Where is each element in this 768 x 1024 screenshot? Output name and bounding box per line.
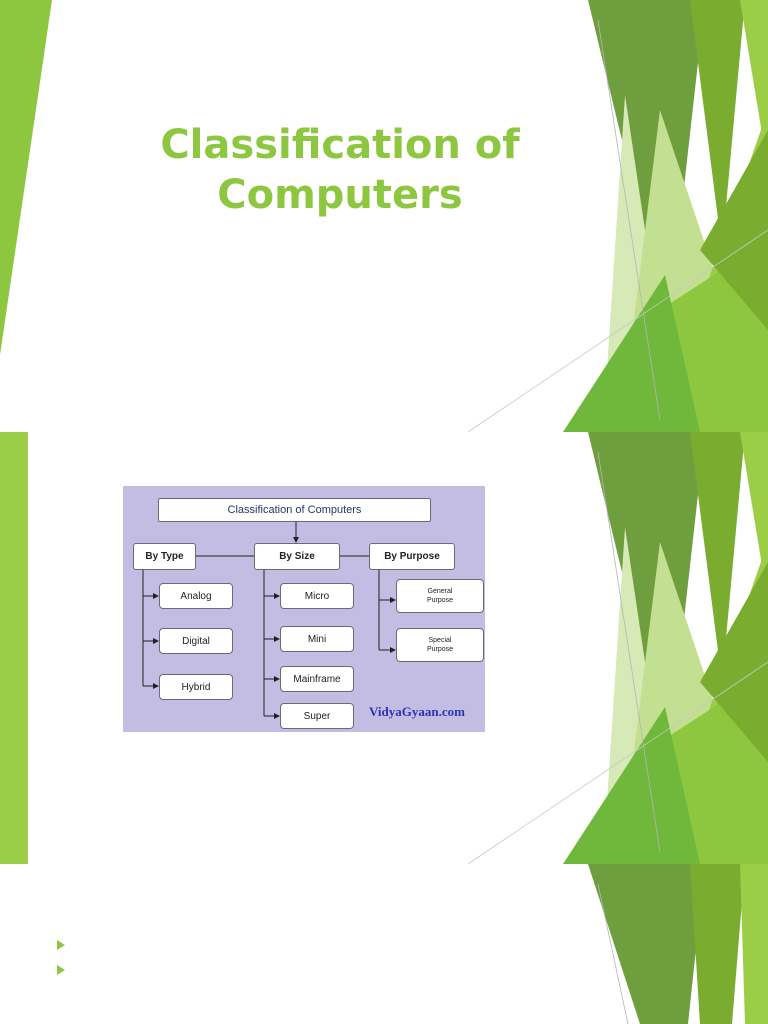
diagram-connectors — [142, 522, 396, 719]
slide-title: Classification of Computers — [0, 0, 768, 432]
node-special-purpose-line1: Special — [428, 637, 452, 644]
green-decoration — [588, 864, 768, 1024]
credit-text: VidyaGyaan.com — [369, 704, 465, 719]
node-general-purpose-line1: General — [427, 588, 453, 595]
category-by-size: By Size — [254, 543, 340, 570]
slide-bullets — [0, 864, 768, 1024]
bullet-marker — [57, 965, 65, 975]
category-by-type: By Type — [133, 543, 196, 570]
green-decoration — [0, 0, 768, 432]
title-line-2: Computers — [217, 172, 463, 218]
slide-diagram: Classification of Computers By Type By S… — [0, 432, 768, 864]
diagram-root-box: Classification of Computers — [158, 498, 431, 522]
node-special-purpose: Special Purpose — [396, 628, 484, 662]
node-general-purpose-line2: Purpose — [426, 597, 454, 604]
node-super: Super — [280, 703, 354, 729]
bullet-marker — [57, 940, 65, 950]
node-special-purpose-line2: Purpose — [426, 646, 454, 653]
node-mainframe: Mainframe — [280, 666, 354, 692]
node-mini: Mini — [280, 626, 354, 652]
green-decoration — [0, 432, 768, 864]
title-line-1: Classification of — [160, 122, 520, 168]
node-micro: Micro — [280, 583, 354, 609]
node-digital: Digital — [159, 628, 233, 654]
node-analog: Analog — [159, 583, 233, 609]
node-hybrid: Hybrid — [159, 674, 233, 700]
node-general-purpose: General Purpose — [396, 579, 484, 613]
classification-diagram: Classification of Computers By Type By S… — [123, 486, 485, 732]
category-by-purpose: By Purpose — [369, 543, 455, 570]
slide-title-text: Classification of Computers — [120, 120, 560, 220]
